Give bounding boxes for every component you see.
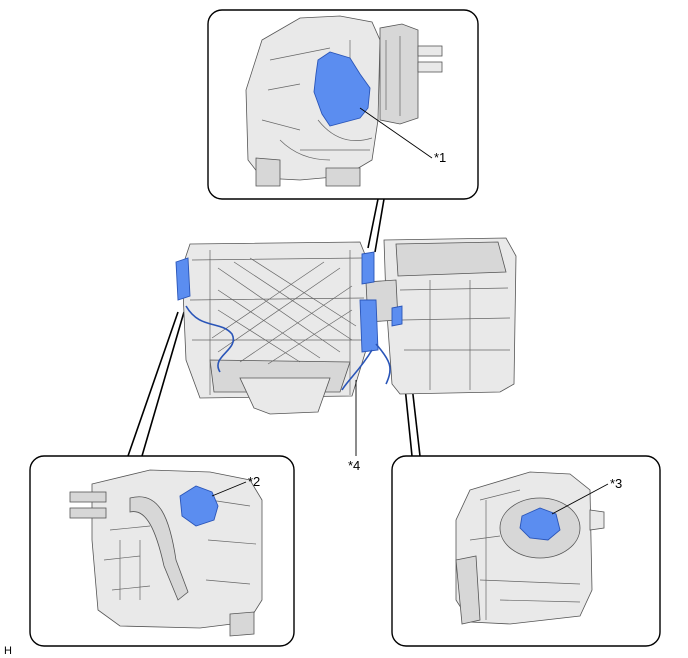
- detail-frame-top: *1: [207, 9, 479, 200]
- callout-label-1: *1: [434, 150, 446, 165]
- detail-frame-right: *3: [391, 455, 661, 647]
- main-part-top-right: [361, 251, 375, 285]
- leader-to-left-frame-a: [127, 311, 179, 457]
- highlighted-part-2: [179, 485, 219, 527]
- callout-label-3: *3: [610, 476, 622, 491]
- main-part-right-small: [391, 305, 403, 327]
- right-housing-illustration: [455, 471, 605, 625]
- leader-to-top-frame-left: [367, 198, 379, 249]
- callout-2-leader: [211, 481, 247, 497]
- main-unit-illustration: [181, 237, 517, 415]
- leader-to-left-frame-b: [141, 311, 185, 457]
- callout-label-4: *4: [348, 458, 360, 473]
- callout-3-leader: [551, 483, 609, 515]
- callout-1-leader: [359, 107, 433, 159]
- leader-to-top-frame-right: [374, 198, 385, 253]
- diagram-code-label: H: [4, 645, 12, 657]
- main-part-left-side: [175, 257, 191, 301]
- highlighted-part-3: [519, 507, 561, 541]
- detail-frame-left: *2: [29, 455, 295, 647]
- main-part-center-right: [359, 299, 379, 353]
- lattice-pattern: [211, 257, 357, 365]
- main-unit-highlighted-parts: [175, 251, 403, 391]
- wire-harness: [185, 305, 391, 391]
- highlighted-part-1: [313, 51, 371, 127]
- callout-label-2: *2: [248, 474, 260, 489]
- left-housing-illustration: [69, 469, 263, 637]
